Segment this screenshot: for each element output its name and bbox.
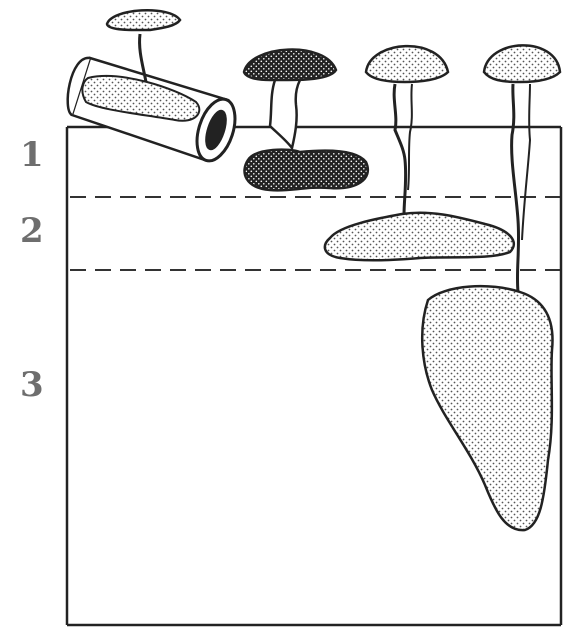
- decaying-log: [68, 58, 242, 166]
- log-fungus: [68, 10, 242, 165]
- layer-label-3: 3: [20, 368, 44, 402]
- fungus-layer-3: [422, 45, 560, 530]
- fungus-layer-1: [244, 50, 368, 191]
- layer-label-2: 2: [20, 214, 44, 248]
- layer-label-1: 1: [20, 138, 44, 172]
